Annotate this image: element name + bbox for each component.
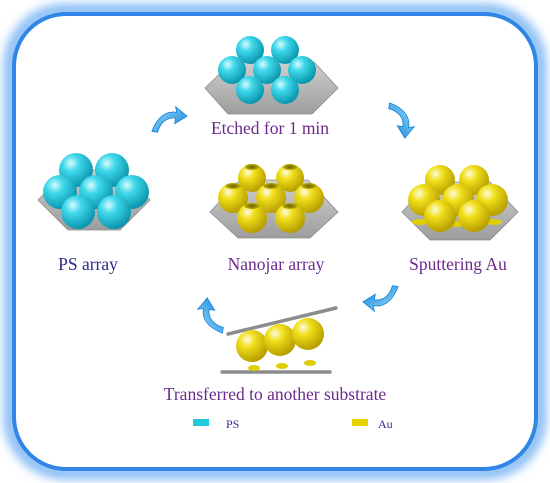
sputtering-au-illustration — [401, 165, 519, 241]
etched-array-illustration — [204, 36, 339, 115]
ps-array-illustration — [37, 153, 151, 231]
step-label-sputtering: Sputtering Au — [409, 254, 507, 274]
step-label-etched: Etched for 1 min — [211, 118, 329, 138]
step-label-nanojar: Nanojar array — [228, 254, 325, 274]
transfer-illustration — [220, 306, 338, 374]
legend-ps-swatch — [193, 419, 209, 426]
step-label-transferred: Transferred to another substrate — [164, 384, 387, 404]
step-label-ps-array: PS array — [58, 254, 118, 274]
legend-au-label: Au — [378, 417, 393, 431]
legend: PS Au — [193, 417, 393, 431]
legend-au-swatch — [352, 419, 368, 426]
nanojar-array-illustration — [209, 164, 339, 239]
legend-ps-label: PS — [226, 417, 239, 431]
